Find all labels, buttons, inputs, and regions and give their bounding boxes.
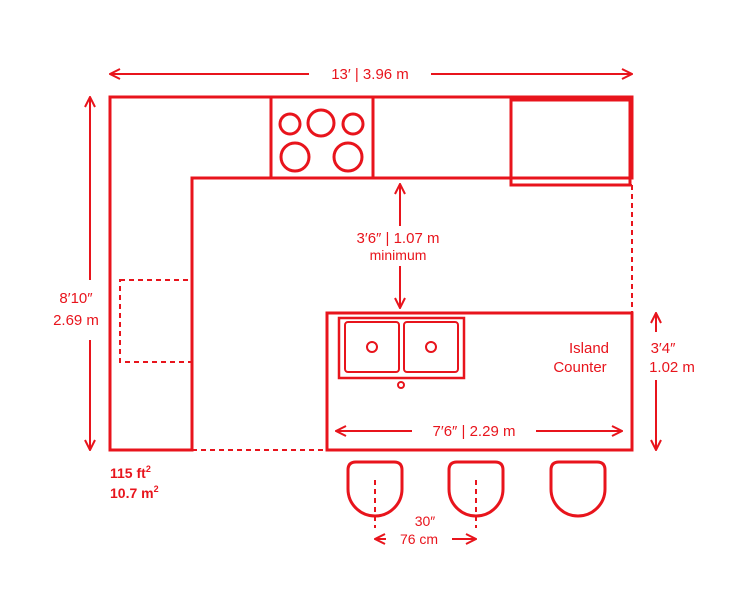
drain [366,341,378,353]
island-label-line1: Island [569,340,609,357]
l-shaped-counter [108,95,634,452]
dishwasher-dashed [119,279,193,363]
aisle-clearance-note: minimum [370,247,427,263]
burner [278,112,302,136]
aisle-clearance-label: 3′6″ | 1.07 m [357,230,440,247]
refrigerator [509,98,632,187]
cooktop [269,95,375,180]
island-label-line2: Counter [553,359,606,376]
overall-depth-m-label: 2.69 m [53,312,99,329]
area-imperial: 115 ft2 [110,464,151,481]
faucet [397,381,405,389]
sink-basin-left [344,321,400,373]
island-height-ft-label: 3′4″ [651,340,676,357]
island-length-label: 7′6″ | 2.29 m [433,423,516,440]
island-height-m-label: 1.02 m [649,359,695,376]
burner [306,108,336,138]
drain [425,341,437,353]
sink-basin-right [403,321,459,373]
bar-stool [346,460,404,518]
stool-spacing-cm-label: 76 cm [400,531,438,547]
stool-spacing-in-label: 30″ [415,513,436,529]
bar-stool [549,460,607,518]
burner [341,112,365,136]
area-metric: 10.7 m2 [110,484,159,501]
overall-depth-ft-label: 8′10″ [59,290,93,307]
sink-outline [337,316,466,380]
bar-stool [447,460,505,518]
overall-width-label: 13′ | 3.96 m [331,66,409,83]
burner [279,141,311,173]
island-counter [325,311,634,452]
burner [332,141,364,173]
